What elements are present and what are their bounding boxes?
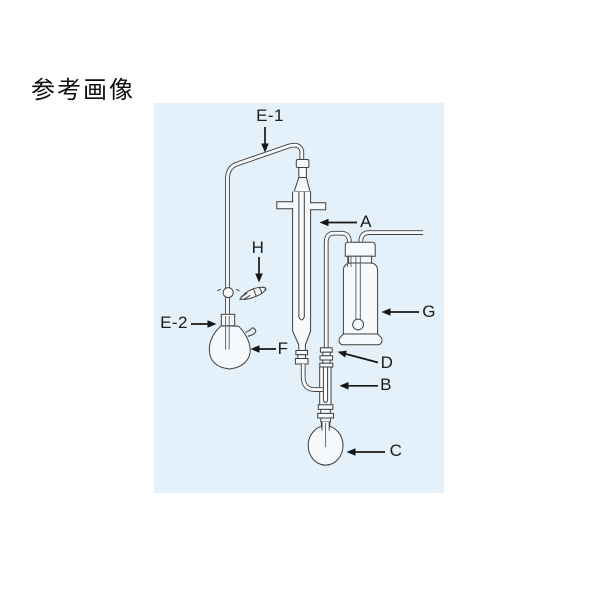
label-c: C xyxy=(389,441,403,460)
gas-washing-bottle-g xyxy=(338,230,423,346)
ball-joint xyxy=(216,287,240,299)
arrow-h xyxy=(255,257,263,283)
flask-c xyxy=(307,421,344,466)
label-d: D xyxy=(380,353,394,372)
condenser-a xyxy=(276,159,327,365)
receiver-flask-f xyxy=(208,313,257,370)
arrow-c xyxy=(346,448,385,456)
arrow-b xyxy=(339,382,378,390)
arrow-a xyxy=(319,218,357,227)
arrow-e1 xyxy=(261,127,269,153)
arrow-e2 xyxy=(191,320,217,328)
page-title: 参考画像 xyxy=(31,76,135,104)
label-e2: E-2 xyxy=(160,313,188,332)
label-a: A xyxy=(360,212,372,231)
pinch-clamp-h xyxy=(239,286,267,300)
label-b: B xyxy=(380,375,392,394)
riser-tube xyxy=(323,230,352,350)
pointer-arrows xyxy=(191,127,419,456)
bottom-joint xyxy=(317,404,335,423)
label-e1: E-1 xyxy=(256,106,284,125)
label-f: F xyxy=(277,339,289,358)
arrow-d xyxy=(337,350,379,364)
arrow-g xyxy=(381,308,419,316)
label-h: H xyxy=(251,238,265,257)
delivery-tube-e xyxy=(225,142,305,318)
absorption-tube-b xyxy=(300,347,335,423)
label-g: G xyxy=(422,302,436,321)
joint-d xyxy=(319,347,334,368)
arrow-f xyxy=(250,345,276,353)
